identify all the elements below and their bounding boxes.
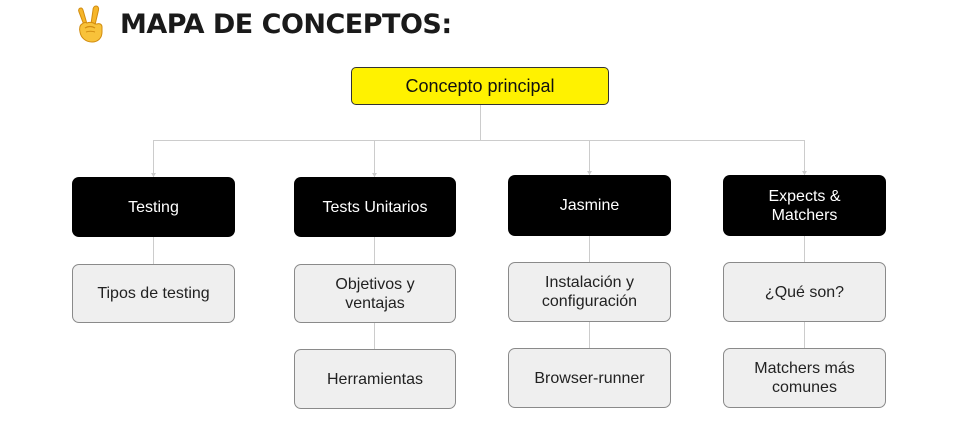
sub-node-objetivos-y-ventajas[interactable]: Objetivos y ventajas bbox=[294, 264, 456, 323]
category-node-tests-unitarios[interactable]: Tests Unitarios bbox=[294, 177, 456, 237]
sub-node-browser-runner[interactable]: Browser-runner bbox=[508, 348, 671, 408]
main-concept-node[interactable]: Concepto principal bbox=[351, 67, 609, 105]
sub-node-herramientas[interactable]: Herramientas bbox=[294, 349, 456, 409]
category-node-expects-matchers[interactable]: Expects & Matchers bbox=[723, 175, 886, 236]
sub-node-tipos-de-testing[interactable]: Tipos de testing bbox=[72, 264, 235, 323]
category-node-jasmine[interactable]: Jasmine bbox=[508, 175, 671, 236]
category-node-testing[interactable]: Testing bbox=[72, 177, 235, 237]
page-title: MAPA DE CONCEPTOS: bbox=[74, 4, 452, 44]
sub-node-que-son[interactable]: ¿Qué son? bbox=[723, 262, 886, 322]
page-title-text: MAPA DE CONCEPTOS: bbox=[120, 8, 452, 40]
sub-node-instalacion-configuracion[interactable]: Instalación y configuración bbox=[508, 262, 671, 322]
sub-node-matchers-mas-comunes[interactable]: Matchers más comunes bbox=[723, 348, 886, 408]
victory-hand-icon bbox=[78, 5, 103, 43]
